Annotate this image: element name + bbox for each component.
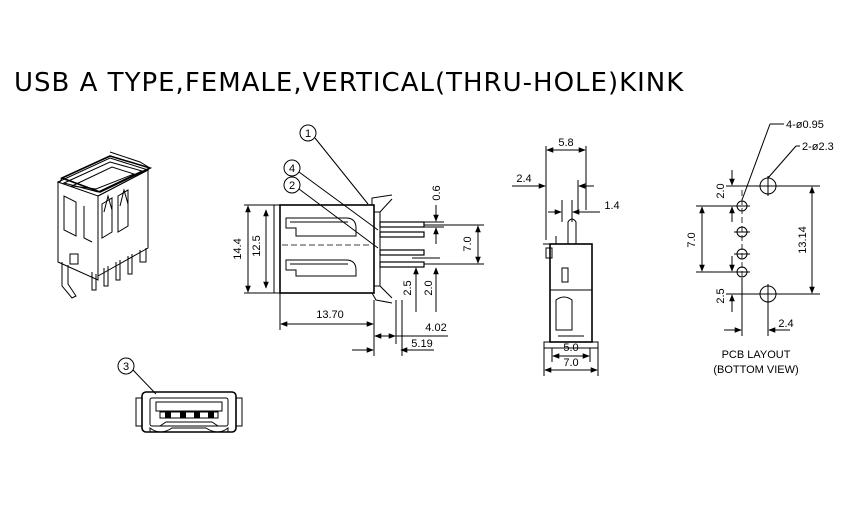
dim-5-8: 5.8 (558, 137, 573, 149)
isometric-view (56, 151, 153, 299)
dim-7-0-front: 7.0 (563, 357, 578, 369)
dim-1-4: 1.4 (604, 200, 619, 212)
svg-text:3: 3 (123, 361, 129, 373)
callout-2: 2 (283, 176, 379, 249)
pcb-dim-2-4: 2.4 (778, 318, 793, 330)
dim-13-70: 13.70 (316, 309, 344, 321)
svg-text:4: 4 (289, 163, 295, 175)
pcb-hole-small-label: 4-ø0.95 (786, 119, 824, 131)
side-view: 14.4 12.5 0.6 7.0 2.5 2.0 13.70 4.02 (232, 124, 484, 356)
dim-4-02: 4.02 (425, 322, 446, 334)
pcb-layout-subtitle: (BOTTOM VIEW) (713, 364, 798, 376)
dim-2-5: 2.5 (402, 280, 414, 295)
svg-text:2: 2 (289, 180, 295, 192)
dim-5-19: 5.19 (411, 338, 432, 350)
pcb-layout-title: PCB LAYOUT (722, 349, 791, 361)
callout-3: 3 (117, 357, 157, 395)
pcb-layout: 4-ø0.95 2-ø2.3 2.0 7.0 2.5 13.14 2.4 PCB (686, 119, 834, 376)
dim-12-5: 12.5 (251, 235, 263, 256)
pcb-dim-2-0: 2.0 (715, 183, 727, 198)
drawing-title: USB A TYPE,FEMALE,VERTICAL(THRU-HOLE)KIN… (14, 68, 684, 98)
pcb-dim-2-5: 2.5 (715, 288, 727, 303)
pcb-dim-7-0: 7.0 (686, 232, 698, 247)
svg-text:1: 1 (305, 128, 311, 140)
front-view: 5.8 2.4 1.4 5.0 7.0 (512, 137, 620, 376)
pcb-dim-13-14: 13.14 (797, 226, 809, 254)
callout-1: 1 (299, 124, 369, 205)
dim-2-4-front: 2.4 (516, 173, 531, 185)
dim-7-0: 7.0 (462, 236, 474, 251)
receptacle-face-view: 3 (117, 357, 243, 433)
pcb-hole-large-label: 2-ø2.3 (802, 141, 834, 153)
dim-14-4: 14.4 (232, 238, 244, 259)
dim-5-0: 5.0 (563, 342, 578, 354)
callout-4: 4 (283, 159, 379, 231)
dim-2-0: 2.0 (423, 280, 435, 295)
dim-0-6: 0.6 (431, 185, 443, 200)
